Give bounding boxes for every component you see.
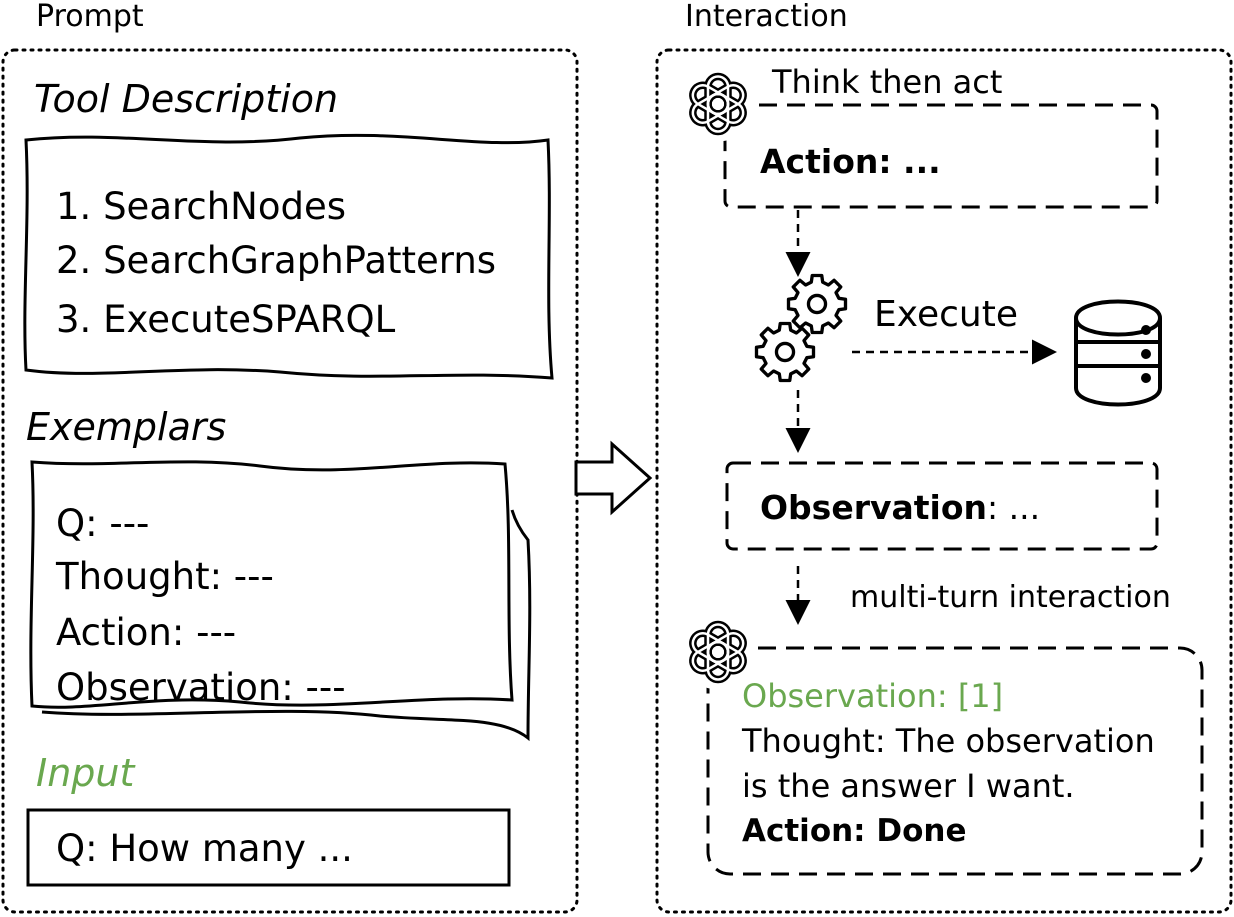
final-observation: Observation: [1] <box>742 677 1004 715</box>
gears-icon <box>754 273 848 383</box>
input-box <box>26 808 511 887</box>
multi-turn-label: multi-turn interaction <box>850 580 1171 615</box>
exemplar-line-observation: Observation: --- <box>56 666 346 709</box>
action-box-text: Action: ... <box>760 145 941 178</box>
openai-logo-icon <box>680 614 756 690</box>
tool-item-3: 3. ExecuteSPARQL <box>56 298 396 341</box>
final-action: Action: Done <box>742 813 967 849</box>
prompt-panel-border <box>1 48 579 914</box>
input-heading: Input <box>36 751 135 795</box>
exemplar-line-action: Action: --- <box>56 611 237 654</box>
exemplar-line-thought: Thought: --- <box>56 555 274 598</box>
observation-box <box>725 461 1159 551</box>
action-box <box>723 103 1159 209</box>
tool-item-1: 1. SearchNodes <box>56 185 347 228</box>
interaction-panel-border <box>655 48 1233 914</box>
observation-box-text: Observation: ... <box>760 491 1040 524</box>
action-value: ... <box>891 142 941 181</box>
exemplars-heading: Exemplars <box>26 405 227 449</box>
input-question: Q: How many ... <box>56 827 353 870</box>
exemplars-box <box>29 460 514 709</box>
hollow-arrow-icon <box>574 440 653 516</box>
database-icon <box>1074 299 1162 407</box>
observation-key: Observation <box>760 488 988 527</box>
final-box <box>706 646 1204 876</box>
tool-description-box <box>23 133 554 380</box>
observation-value: : ... <box>987 488 1041 527</box>
prompt-title: Prompt <box>36 0 144 34</box>
final-thought-line-1: Thought: The observation <box>742 722 1155 760</box>
exemplars-back-sheet <box>41 509 532 742</box>
interaction-title: Interaction <box>685 0 848 34</box>
final-thought-line-2: is the answer I want. <box>742 767 1075 805</box>
think-then-act-label: Think then act <box>772 63 1003 101</box>
tool-description-heading: Tool Description <box>34 77 339 121</box>
action-key: Action: <box>760 142 892 181</box>
exemplar-line-question: Q: --- <box>56 502 150 545</box>
tool-item-2: 2. SearchGraphPatterns <box>56 239 497 282</box>
openai-logo-icon <box>680 66 756 142</box>
execute-label: Execute <box>874 294 1018 335</box>
